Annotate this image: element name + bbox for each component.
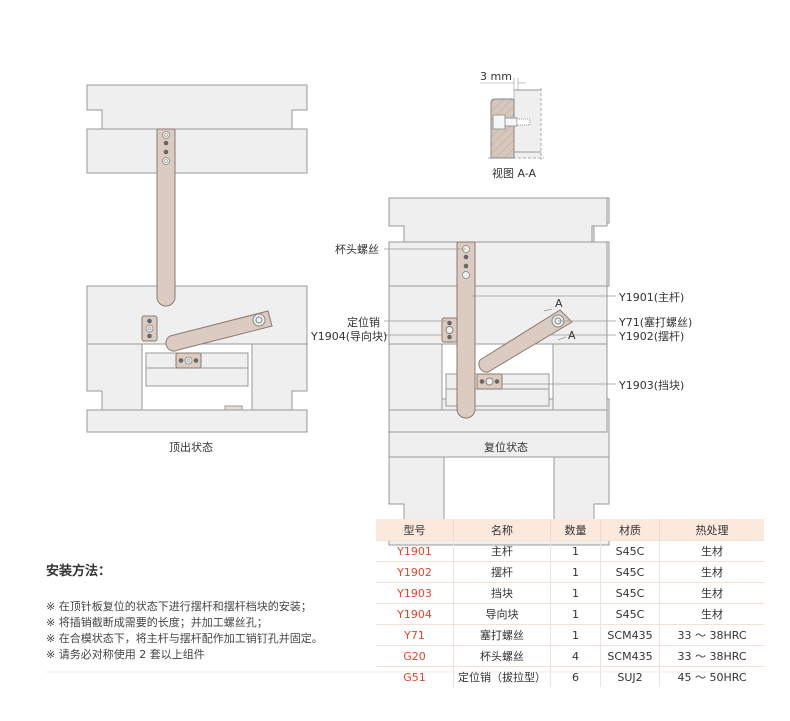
leader-lines bbox=[384, 248, 616, 385]
ejected-state-diagram bbox=[86, 84, 308, 433]
col-qty: 数量 bbox=[550, 519, 601, 541]
cell-material: SCM435 bbox=[600, 624, 660, 646]
cell-material: SUJ2 bbox=[600, 666, 660, 687]
cell-name: 摆杆 bbox=[453, 561, 551, 583]
section-view-aa bbox=[480, 78, 544, 160]
method-title: 安装方法： bbox=[46, 564, 112, 579]
cell-name: 杯头螺丝 bbox=[453, 645, 551, 667]
main-rod bbox=[156, 128, 176, 307]
method-step: ※ 在顶针板复位的状态下进行摆杆和摆杆档块的安装； bbox=[46, 600, 312, 613]
cell-qty: 4 bbox=[550, 645, 601, 667]
label-screw: 杯头螺丝 bbox=[335, 243, 379, 256]
cell-qty: 1 bbox=[550, 624, 601, 646]
label-swing-arm: Y1902(摆杆) bbox=[619, 330, 685, 343]
swing-arm bbox=[165, 310, 273, 352]
section-caption: 视图 A-A bbox=[492, 167, 537, 180]
cell-heat: 生材 bbox=[659, 603, 764, 625]
col-heat: 热处理 bbox=[659, 519, 764, 541]
cell-qty: 1 bbox=[550, 603, 601, 625]
cell-model: Y1904 bbox=[376, 603, 454, 625]
cell-material: S45C bbox=[600, 582, 660, 604]
table-header: 型号 名称 数量 材质 热处理 bbox=[376, 519, 764, 541]
col-material: 材质 bbox=[600, 519, 660, 541]
label-shoulder-screw: Y71(塞打螺丝) bbox=[619, 316, 693, 329]
swing-arm bbox=[478, 309, 573, 373]
label-pin: 定位销 bbox=[347, 316, 380, 329]
cell-heat: 生材 bbox=[659, 582, 764, 604]
reset-state-caption: 复位状态 bbox=[484, 441, 528, 454]
label-stop-block: Y1903(挡块) bbox=[619, 379, 685, 392]
cell-material: S45C bbox=[600, 603, 660, 625]
cell-material: S45C bbox=[600, 561, 660, 583]
label-main-rod: Y1901(主杆) bbox=[619, 291, 685, 304]
ejected-state-caption: 顶出状态 bbox=[169, 441, 213, 454]
cell-qty: 1 bbox=[550, 561, 601, 583]
cell-model: G20 bbox=[376, 645, 454, 667]
cell-name: 定位销（拔拉型） bbox=[453, 666, 551, 687]
cell-model: Y1903 bbox=[376, 582, 454, 604]
cell-heat: 45 ～ 50HRC bbox=[659, 666, 764, 687]
col-name: 名称 bbox=[453, 519, 551, 541]
label-guide-block: Y1904(导向块) bbox=[311, 330, 388, 343]
cell-name: 导向块 bbox=[453, 603, 551, 625]
cell-material: S45C bbox=[600, 540, 660, 562]
cell-name: 塞打螺丝 bbox=[453, 624, 551, 646]
section-mark-a: A bbox=[555, 297, 563, 310]
installation-method: 安装方法： ※ 在顶针板复位的状态下进行摆杆和摆杆档块的安装； ※ 将插销截断成… bbox=[46, 560, 323, 663]
cell-heat: 33 ～ 38HRC bbox=[659, 645, 764, 667]
cell-heat: 33 ～ 38HRC bbox=[659, 624, 764, 646]
cell-qty: 1 bbox=[550, 582, 601, 604]
cell-qty: 1 bbox=[550, 540, 601, 562]
cell-model: Y1902 bbox=[376, 561, 454, 583]
col-model: 型号 bbox=[376, 519, 454, 541]
section-mark-a: A bbox=[568, 329, 576, 342]
cell-heat: 生材 bbox=[659, 561, 764, 583]
cell-name: 挡块 bbox=[453, 582, 551, 604]
cell-model: G51 bbox=[376, 666, 454, 687]
cell-model: Y1901 bbox=[376, 540, 454, 562]
main-rod bbox=[456, 241, 476, 419]
method-step: ※ 请务必对称使用 2 套以上组件 bbox=[46, 648, 205, 661]
cell-name: 主杆 bbox=[453, 540, 551, 562]
method-step: ※ 将插销截断成需要的长度；并加工螺丝孔； bbox=[46, 616, 268, 629]
cell-qty: 6 bbox=[550, 666, 601, 687]
cell-material: SCM435 bbox=[600, 645, 660, 667]
dimension-label: 3 mm bbox=[480, 70, 512, 83]
cell-heat: 生材 bbox=[659, 540, 764, 562]
cell-model: Y71 bbox=[376, 624, 454, 646]
method-step: ※ 在合模状态下，将主杆与摆杆配作加工销钉孔并固定。 bbox=[46, 632, 323, 645]
